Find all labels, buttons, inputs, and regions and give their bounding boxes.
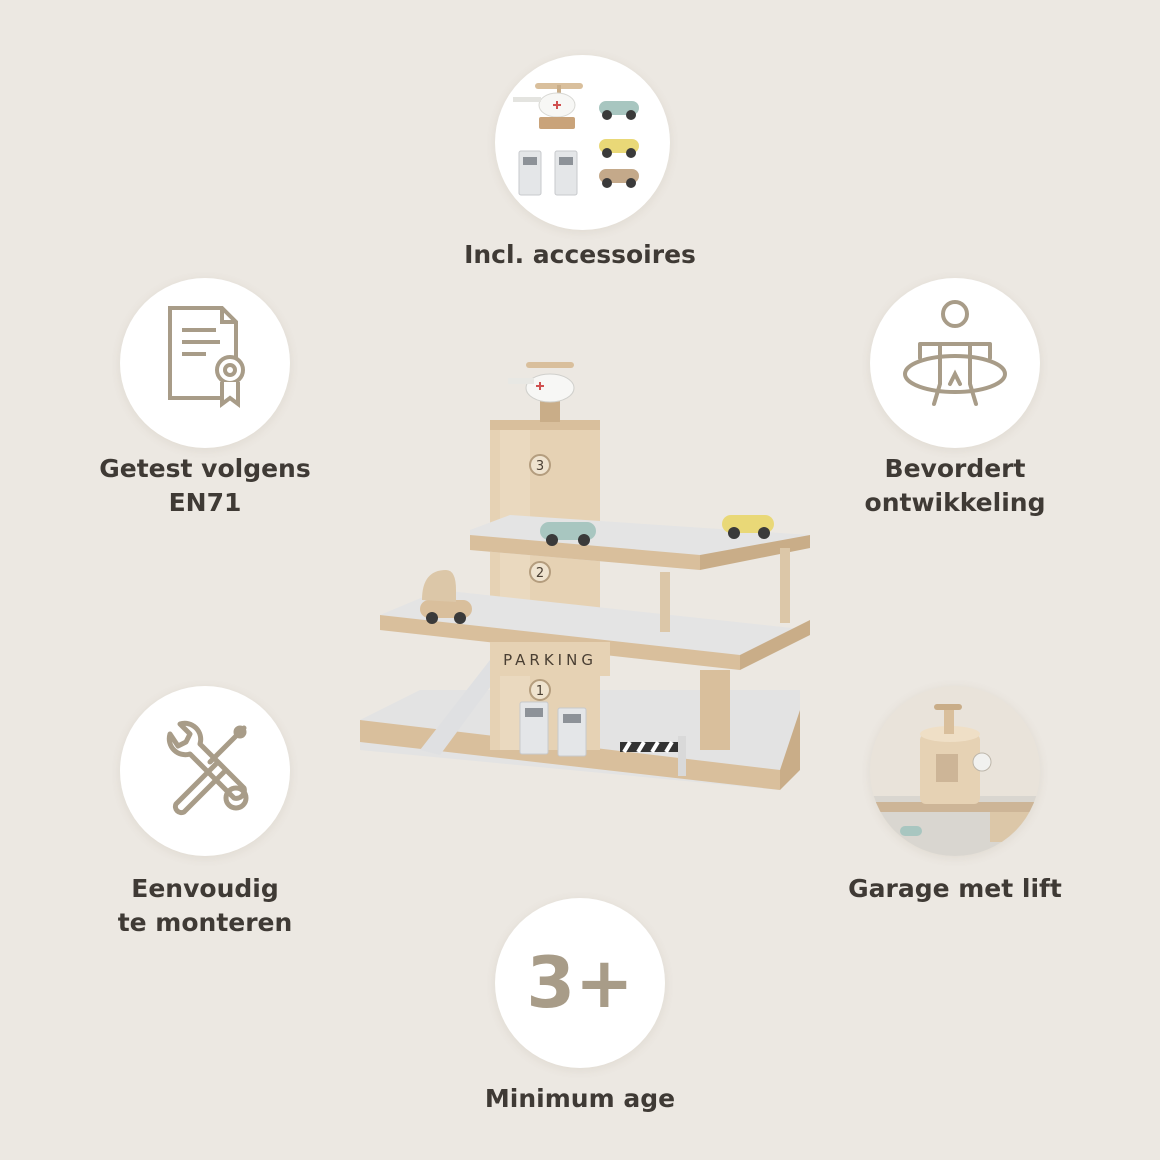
tools-icon	[120, 686, 290, 856]
age-value: 3+	[526, 942, 634, 1024]
parking-sign: PARKING	[503, 651, 597, 669]
age-badge: 3+	[495, 898, 665, 1068]
child-development-icon	[870, 278, 1040, 448]
level-1-number: 1	[536, 684, 544, 699]
tested-label: Getest volgens EN71	[99, 454, 311, 517]
certificate-icon	[120, 278, 290, 448]
parking-garage-image: 3 2 1 PARKING	[340, 350, 820, 810]
level-3-number: 3	[536, 459, 544, 474]
lift-label: Garage met lift	[848, 874, 1062, 903]
accessories-photo	[495, 55, 670, 230]
lift-photo	[870, 686, 1040, 856]
development-label: Bevordert ontwikkeling	[864, 454, 1046, 517]
level-2-number: 2	[536, 566, 544, 581]
assembly-label: Eenvoudig te monteren	[117, 874, 293, 937]
age-label: Minimum age	[484, 1084, 676, 1113]
accessories-label: Incl. accessoires	[464, 240, 696, 269]
